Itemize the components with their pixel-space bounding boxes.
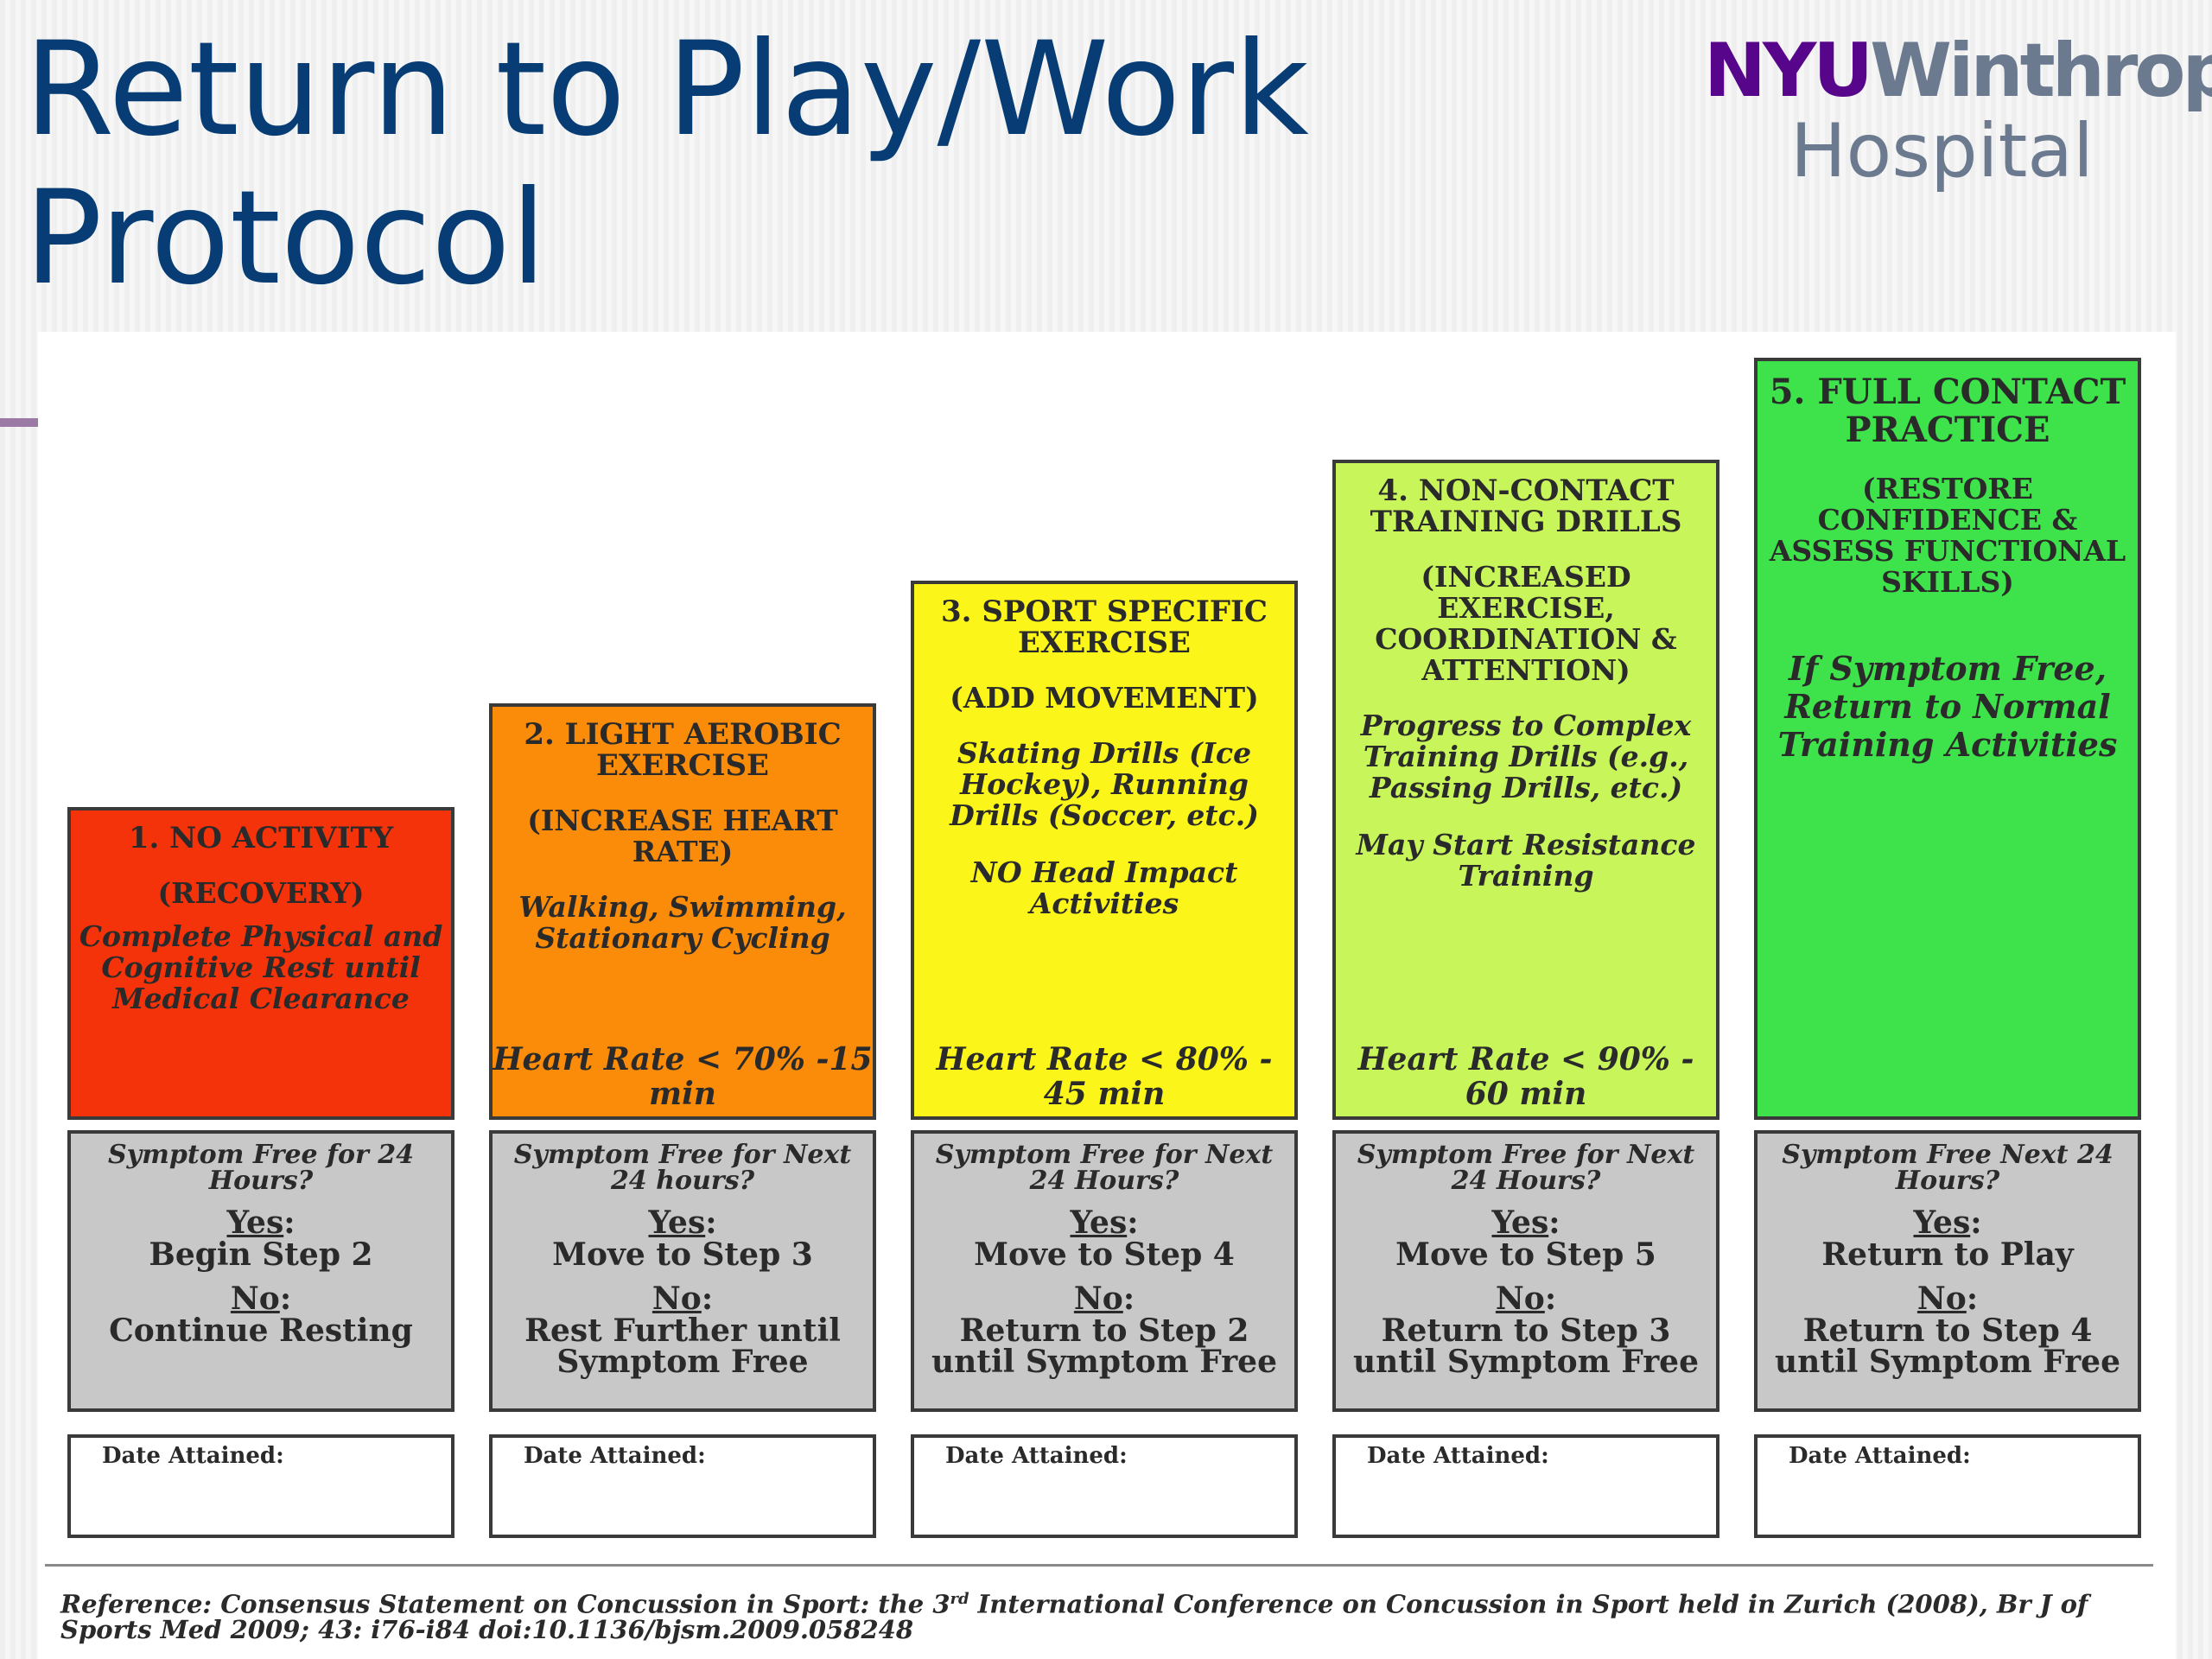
logo-wordmark: NYUWinthrop [1704,28,2212,114]
stage-4-description-2: May Start Resistance Training [1356,828,1696,893]
stage-1-description: Complete Physical and Cognitive Rest unt… [79,919,443,1015]
stage-3-decision: Symptom Free for Next 24 Hours? Yes: Mov… [911,1130,1298,1412]
stage-2-question: Symptom Free for Next 24 hours? [513,1140,852,1196]
stage-3-question: Symptom Free for Next 24 Hours? [935,1140,1274,1196]
stage-3-date-label: Date Attained: [945,1443,1128,1469]
stage-4-date-box[interactable]: Date Attained: [1332,1434,1719,1538]
reference-sup: rd [950,1590,969,1608]
protocol-figure: 1. NO ACTIVITY (RECOVERY) Complete Physi… [38,332,2176,1659]
title-line-2: Protocol [24,163,547,314]
stage-4-subtitle: (INCREASED EXERCISE, COORDINATION & ATTE… [1375,560,1677,687]
stage-4-question: Symptom Free for Next 24 Hours? [1357,1140,1695,1196]
stage-2-no-action: Rest Further until Symptom Free [524,1313,841,1380]
stage-5-no-label: No [1916,1281,1967,1317]
stage-1-subtitle: (RECOVERY) [157,876,365,910]
stage-3-date-box[interactable]: Date Attained: [911,1434,1298,1538]
stage-1-yes-action: Begin Step 2 [149,1236,373,1273]
stage-2-yes-action: Move to Step 3 [552,1236,813,1273]
stage-3-no-label: No [1073,1281,1123,1317]
stage-4-yes-action: Move to Step 5 [1395,1236,1656,1273]
stage-5-date-box[interactable]: Date Attained: [1754,1434,2141,1538]
stage-2-title: 2. LIGHT AEROBIC EXERCISE [524,717,842,783]
stage-3-description: Skating Drills (Ice Hockey), Running Dri… [950,736,1259,832]
stage-2-decision: Symptom Free for Next 24 hours? Yes: Mov… [489,1130,876,1412]
stage-3-box: 3. SPORT SPECIFIC EXERCISE (ADD MOVEMENT… [911,581,1298,1120]
stage-2-date-label: Date Attained: [524,1443,706,1469]
logo-winthrop: Winthrop [1870,28,2212,114]
stage-2-no-label: No [652,1281,702,1317]
stage-5-no-action: Return to Step 4 until Symptom Free [1774,1313,2120,1380]
stage-1-decision: Symptom Free for 24 Hours? Yes: Begin St… [67,1130,454,1412]
stage-4-date-label: Date Attained: [1367,1443,1549,1469]
page-title: Return to Play/Work Protocol [24,16,1493,313]
stage-3-yes-label: Yes [1070,1205,1128,1241]
stage-1-box: 1. NO ACTIVITY (RECOVERY) Complete Physi… [67,807,454,1120]
stage-3-no-action: Return to Step 2 until Symptom Free [931,1313,1277,1380]
stage-2-date-box[interactable]: Date Attained: [489,1434,876,1538]
stage-2-description: Walking, Swimming, Stationary Cycling [518,890,847,955]
stage-4-yes-label: Yes [1491,1205,1549,1241]
reference-divider [45,1564,2153,1567]
stage-4-decision: Symptom Free for Next 24 Hours? Yes: Mov… [1332,1130,1719,1412]
stage-5-decision: Symptom Free Next 24 Hours? Yes: Return … [1754,1130,2141,1412]
stage-1-date-label: Date Attained: [102,1443,284,1469]
logo-hospital: Hospital [1790,108,2094,194]
stage-4-heart-rate: Heart Rate < 90% - 60 min [1357,1041,1694,1112]
stage-5-box: 5. FULL CONTACT PRACTICE (RESTORE CONFID… [1754,358,2141,1120]
stage-5-description: If Symptom Free, Return to Normal Traini… [1777,649,2118,764]
stage-5-subtitle: (RESTORE CONFIDENCE & ASSESS FUNCTIONAL … [1769,472,2126,599]
stage-1-no-action: Continue Resting [109,1313,413,1349]
title-line-1: Return to Play/Work [24,15,1309,165]
stage-4-box: 4. NON-CONTACT TRAINING DRILLS (INCREASE… [1332,460,1719,1120]
stage-1-no-label: No [230,1281,280,1317]
stage-2-heart-rate: Heart Rate < 70% -15 min [493,1041,873,1112]
stage-3-yes-action: Move to Step 4 [974,1236,1235,1273]
reference-prefix: Reference: Consensus Statement on Concus… [60,1589,950,1619]
stage-3-subtitle: (ADD MOVEMENT) [950,681,1259,715]
stage-2-yes-label: Yes [648,1205,706,1241]
stage-5-question: Symptom Free Next 24 Hours? [1782,1140,2113,1196]
reference-text: Reference: Consensus Statement on Concus… [60,1586,2152,1643]
stage-2-box: 2. LIGHT AEROBIC EXERCISE (INCREASE HEAR… [489,703,876,1120]
hospital-logo: NYUWinthrop Hospital [1704,28,2212,194]
stage-1-yes-label: Yes [226,1205,284,1241]
stage-3-heart-rate: Heart Rate < 80% - 45 min [936,1041,1273,1112]
stage-1-title: 1. NO ACTIVITY [128,821,394,855]
accent-dash [0,418,38,427]
stage-1-date-box[interactable]: Date Attained: [67,1434,454,1538]
stage-1-question: Symptom Free for 24 Hours? [108,1140,414,1196]
stage-3-description-2: NO Head Impact Activities [970,855,1238,920]
stage-4-description: Progress to Complex Training Drills (e.g… [1360,709,1692,804]
stage-5-yes-label: Yes [1913,1205,1971,1241]
stage-3-title: 3. SPORT SPECIFIC EXERCISE [941,594,1268,660]
reference-suffix: International Conference on Concussion i… [60,1589,2088,1644]
stage-4-title: 4. NON-CONTACT TRAINING DRILLS [1370,474,1682,539]
stage-4-no-label: No [1495,1281,1545,1317]
logo-nyu: NYU [1704,28,1873,114]
stage-4-no-action: Return to Step 3 until Symptom Free [1352,1313,1699,1380]
stage-5-yes-action: Return to Play [1821,1236,2074,1273]
stage-2-subtitle: (INCREASE HEART RATE) [527,804,838,868]
stage-5-date-label: Date Attained: [1789,1443,1971,1469]
stage-5-title: 5. FULL CONTACT PRACTICE [1769,372,2126,450]
